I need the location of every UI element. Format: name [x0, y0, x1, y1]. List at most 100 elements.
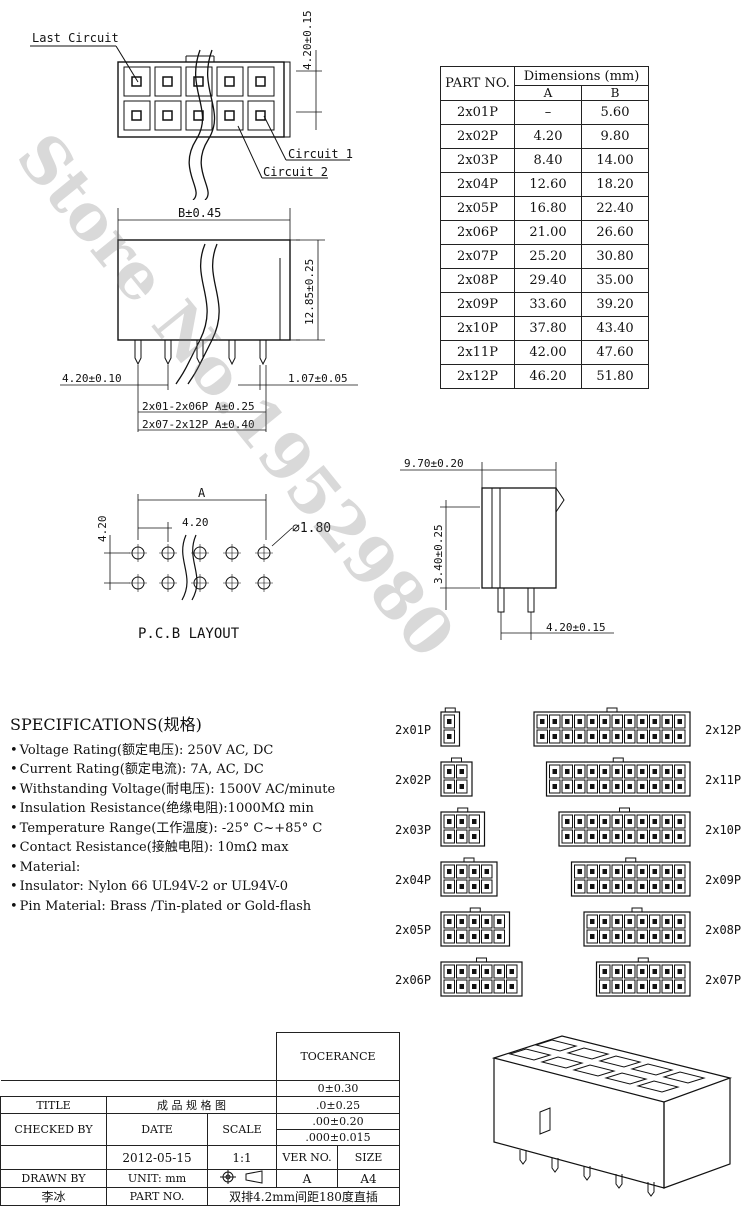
terminal	[677, 784, 682, 789]
title-label: TITLE	[0, 1096, 107, 1114]
tolerance-2: .0±0.25	[276, 1096, 400, 1114]
table-cell-b: 43.40	[581, 316, 649, 341]
terminal	[677, 734, 682, 739]
table-cell-a: 4.20	[514, 124, 582, 149]
table-cell-part: 2x01P	[440, 100, 515, 125]
terminal	[602, 969, 607, 974]
cavity	[123, 100, 151, 131]
top-view-drawing: 4.20±0.15 Last Circuit Circuit 1 Circuit…	[30, 10, 353, 200]
table-cell-b: 18.20	[581, 172, 649, 197]
cell	[456, 964, 468, 979]
cell	[561, 764, 573, 779]
table-cell-b: 47.60	[581, 340, 649, 365]
terminal	[615, 984, 620, 989]
side-a-dim-2: 2x07-2x12P A±0.40	[142, 418, 255, 431]
drawer-name: 李冰	[0, 1187, 107, 1206]
pcb-holes	[129, 544, 273, 592]
terminal	[665, 834, 670, 839]
cell	[624, 864, 636, 879]
terminal	[627, 869, 632, 874]
variant-label: 2x06P	[395, 973, 431, 987]
terminal	[652, 719, 657, 724]
cell	[561, 729, 573, 744]
connector-body	[440, 911, 511, 947]
cell	[586, 864, 598, 879]
terminal	[565, 834, 570, 839]
terminal	[627, 884, 632, 889]
iso-cell	[630, 1063, 674, 1076]
projection-symbol	[207, 1169, 277, 1188]
terminal	[615, 769, 620, 774]
table-cell-a: 25.20	[514, 244, 582, 269]
terminal	[665, 819, 670, 824]
terminal	[677, 769, 682, 774]
terminal	[590, 919, 595, 924]
terminal	[615, 884, 620, 889]
cell	[574, 879, 586, 894]
terminal	[565, 769, 570, 774]
cell	[674, 914, 686, 929]
variant-label: 2x04P	[395, 873, 431, 887]
latch	[457, 807, 469, 813]
spec-line: Temperature Range(工作温度): -25° C~+85° C	[10, 819, 390, 839]
variant-label: 2x01P	[395, 723, 431, 737]
terminal	[447, 784, 452, 789]
terminal	[665, 784, 670, 789]
cell	[661, 914, 673, 929]
cell	[443, 729, 455, 744]
cell	[674, 979, 686, 994]
cell	[443, 779, 455, 794]
cell	[649, 829, 661, 844]
terminal	[590, 934, 595, 939]
terminal	[665, 984, 670, 989]
cell	[599, 879, 611, 894]
cell	[468, 979, 480, 994]
iso-cell	[662, 1071, 706, 1084]
terminal	[665, 869, 670, 874]
cell	[636, 964, 648, 979]
latch	[463, 857, 475, 863]
cell	[468, 929, 480, 944]
pin	[164, 340, 172, 366]
cell	[456, 879, 468, 894]
pcb-hole-dim: ⌀1.80	[292, 521, 331, 536]
cell	[624, 814, 636, 829]
terminal	[459, 784, 464, 789]
terminal	[627, 734, 632, 739]
terminal	[577, 884, 582, 889]
cell	[649, 929, 661, 944]
cell	[661, 779, 673, 794]
latch	[444, 707, 456, 713]
terminal	[627, 834, 632, 839]
terminal	[677, 719, 682, 724]
table-cell-part: 2x07P	[440, 244, 515, 269]
table-cell-b: 14.00	[581, 148, 649, 173]
cell	[481, 964, 493, 979]
cell	[586, 814, 598, 829]
spec-line: Withstanding Voltage(耐电压): 1500V AC/minu…	[10, 780, 390, 800]
cell	[586, 829, 598, 844]
cell	[443, 764, 455, 779]
terminal	[677, 984, 682, 989]
table-cell-a: 8.40	[514, 148, 582, 173]
cell	[574, 714, 586, 729]
terminal	[615, 934, 620, 939]
cell	[661, 879, 673, 894]
connector-variant	[545, 757, 691, 797]
iso-cell	[508, 1048, 552, 1061]
terminal	[565, 719, 570, 724]
cell	[493, 914, 505, 929]
end-height-dim: 3.40±0.25	[432, 524, 445, 584]
iso-cell	[636, 1080, 680, 1093]
terminal	[615, 819, 620, 824]
connector-variant	[595, 957, 691, 997]
variant-label: 2x08P	[705, 923, 741, 937]
terminal	[640, 769, 645, 774]
terminal	[677, 934, 682, 939]
cell	[661, 979, 673, 994]
cell	[549, 779, 561, 794]
col-a-header: A	[514, 85, 582, 101]
variant-label: 2x10P	[705, 823, 741, 837]
cell	[599, 979, 611, 994]
